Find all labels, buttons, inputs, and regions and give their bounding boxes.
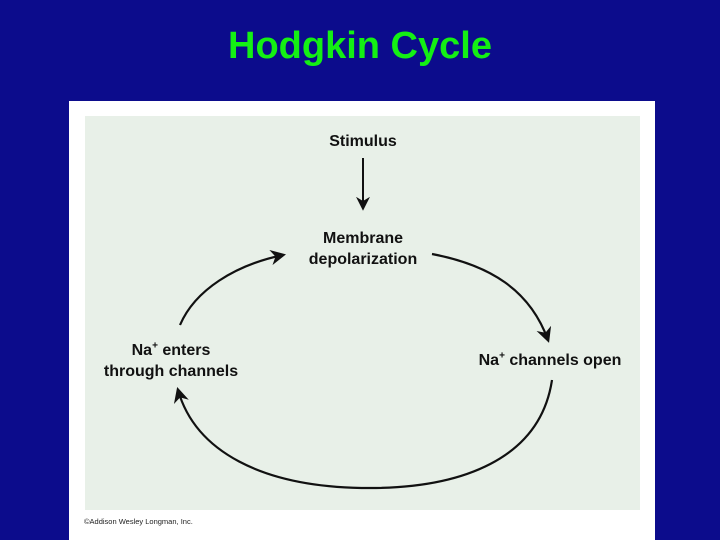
depolarization-to-channels-arrow (431, 252, 552, 343)
copyright-notice: ©Addison Wesley Longman, Inc. (84, 517, 193, 526)
enters-to-depolarization-arrow (178, 249, 287, 326)
membrane-depolarization-label: Membrane depolarization (288, 228, 438, 270)
channels-to-enters-arrow (173, 379, 554, 490)
membrane-line1: Membrane (322, 230, 404, 247)
membrane-line2: depolarization (308, 251, 418, 268)
na-enters-label: Na+ enters through channels (86, 340, 256, 382)
channels-open-label: Na+ channels open (478, 350, 622, 369)
stimulus-label: Stimulus (329, 133, 397, 150)
na-enters-line2: through channels (103, 363, 239, 380)
slide-title: Hodgkin Cycle (228, 25, 492, 67)
